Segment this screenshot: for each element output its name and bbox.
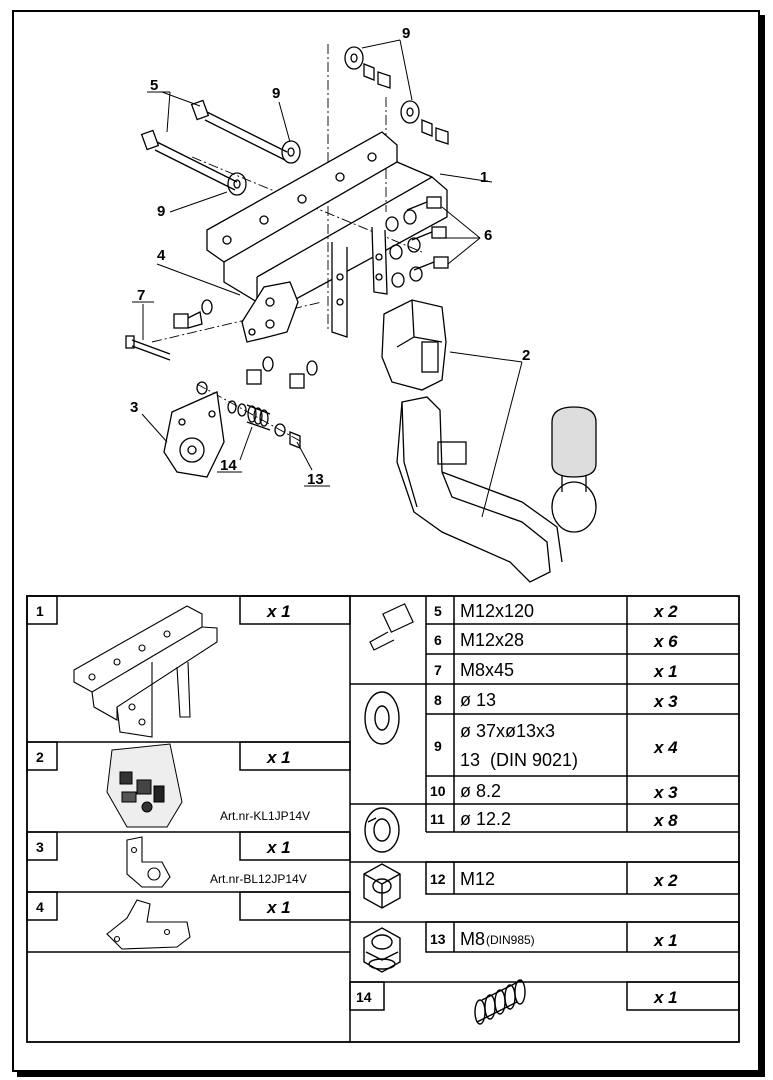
part-5-spec: M12x120 [460,601,534,621]
part-13-spec: M8 [460,929,485,949]
part-3-image [126,836,171,888]
drawing-sheet: 9 5 9 1 9 6 4 7 2 3 14 13 [12,10,760,1072]
part-12-spec: M12 [460,869,495,889]
part-13-number: 13 [430,931,446,947]
callout-6: 6 [484,227,492,244]
part-9-number: 9 [434,738,442,754]
part-11-qty: x 8 [653,811,678,830]
part-9-qty: x 4 [653,738,678,757]
part-11-spec: ø 12.2 [460,809,511,829]
spring-icon [474,979,526,1025]
part-2-image [106,743,183,828]
part-1-number: 1 [36,603,44,619]
bracket-part-4 [241,281,299,343]
callout-5: 5 [150,77,158,94]
callout-2: 2 [522,347,530,364]
part-4-qty: x 1 [266,898,291,917]
part-14-qty: x 1 [653,988,678,1007]
part-6-spec: M12x28 [460,630,524,650]
bolt-icon [369,603,414,651]
callout-7: 7 [137,287,145,304]
part-1-image [73,605,218,738]
callout-labels: 9 5 9 1 9 6 4 7 2 3 14 13 [130,25,530,488]
part-12-qty: x 2 [653,871,678,890]
tow-ball-neck [396,396,597,583]
part-11-number: 11 [430,811,445,827]
part-10-qty: x 3 [653,783,678,802]
part-3-qty: x 1 [266,838,291,857]
leader-lines [141,39,523,518]
washer-icon [364,691,400,745]
callout-underlines [132,91,330,487]
part-9-spec-2: 13 (DIN 9021) [460,750,578,770]
washers-top [227,46,449,196]
parts-table [26,595,740,1043]
part-7-qty: x 1 [653,662,678,681]
lock-nut-icon [363,927,401,973]
callout-9b: 9 [272,85,280,102]
nut-icon [363,863,401,909]
bolt-part-7 [125,299,318,389]
part-3-number: 3 [36,839,44,855]
spring-washer-icon [364,807,400,853]
part-5-qty: x 2 [653,602,678,621]
part-7-spec: M8x45 [460,660,514,680]
part-10-spec: ø 8.2 [460,781,501,801]
part-13-qty: x 1 [653,931,678,950]
part-6-qty: x 6 [653,632,678,651]
parts-table-text: 1 x 1 2 x 1 Art.nr-KL1JP14V 3 x 1 Art.nr… [36,601,678,1007]
part-7-number: 7 [434,662,442,678]
crossbar-part-1 [206,131,448,338]
part-12-number: 12 [430,871,446,887]
assembly-drawing: 9 5 9 1 9 6 4 7 2 3 14 13 [26,25,740,1043]
part-14-number: 14 [356,989,372,1005]
part-9-spec-1: ø 37xø13x3 [460,721,555,741]
part-2-number: 2 [36,749,44,765]
long-bolt-part-5 [140,99,288,191]
callout-3: 3 [130,399,138,416]
spring-part-14 [227,400,301,449]
part-4-number: 4 [36,899,44,915]
callout-1: 1 [480,169,488,186]
part-4-image [106,899,191,950]
coupling-housing [381,299,447,391]
callout-14: 14 [220,457,237,474]
part-1-qty: x 1 [266,602,291,621]
part-8-number: 8 [434,692,442,708]
callout-9c: 9 [157,203,165,220]
part-8-qty: x 3 [653,692,678,711]
callout-9a: 9 [402,25,410,42]
part-3-article: Art.nr-BL12JP14V [210,872,307,886]
part-8-spec: ø 13 [460,690,496,710]
socket-plate-part-3 [163,381,225,478]
part-13-spec-note: (DIN985) [486,933,535,947]
part-2-article: Art.nr-KL1JP14V [220,809,310,823]
part-5-number: 5 [434,603,442,619]
callout-4: 4 [157,247,166,264]
exploded-view: 9 5 9 1 9 6 4 7 2 3 14 13 [125,25,597,583]
part-6-number: 6 [434,632,442,648]
short-bolts-part-6 [385,196,449,288]
part-2-qty: x 1 [266,748,291,767]
callout-13: 13 [307,471,324,488]
part-10-number: 10 [430,783,446,799]
